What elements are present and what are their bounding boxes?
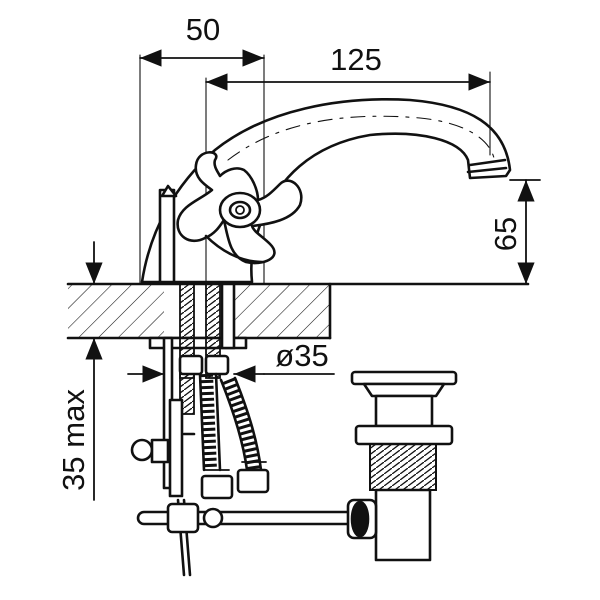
dim-max-thickness: 35 max [56, 389, 91, 491]
mounting-assembly [130, 282, 360, 577]
dimension-lines [85, 49, 541, 501]
dim-width-top: 50 [186, 12, 220, 47]
waste-drain [346, 370, 458, 562]
countertop-section [66, 282, 530, 340]
cross-handle [176, 151, 303, 265]
dim-spout-reach: 125 [330, 42, 382, 77]
dim-spout-height: 65 [488, 217, 523, 251]
popup-lever [158, 184, 178, 284]
dim-hole-diameter: ø35 [275, 338, 328, 373]
